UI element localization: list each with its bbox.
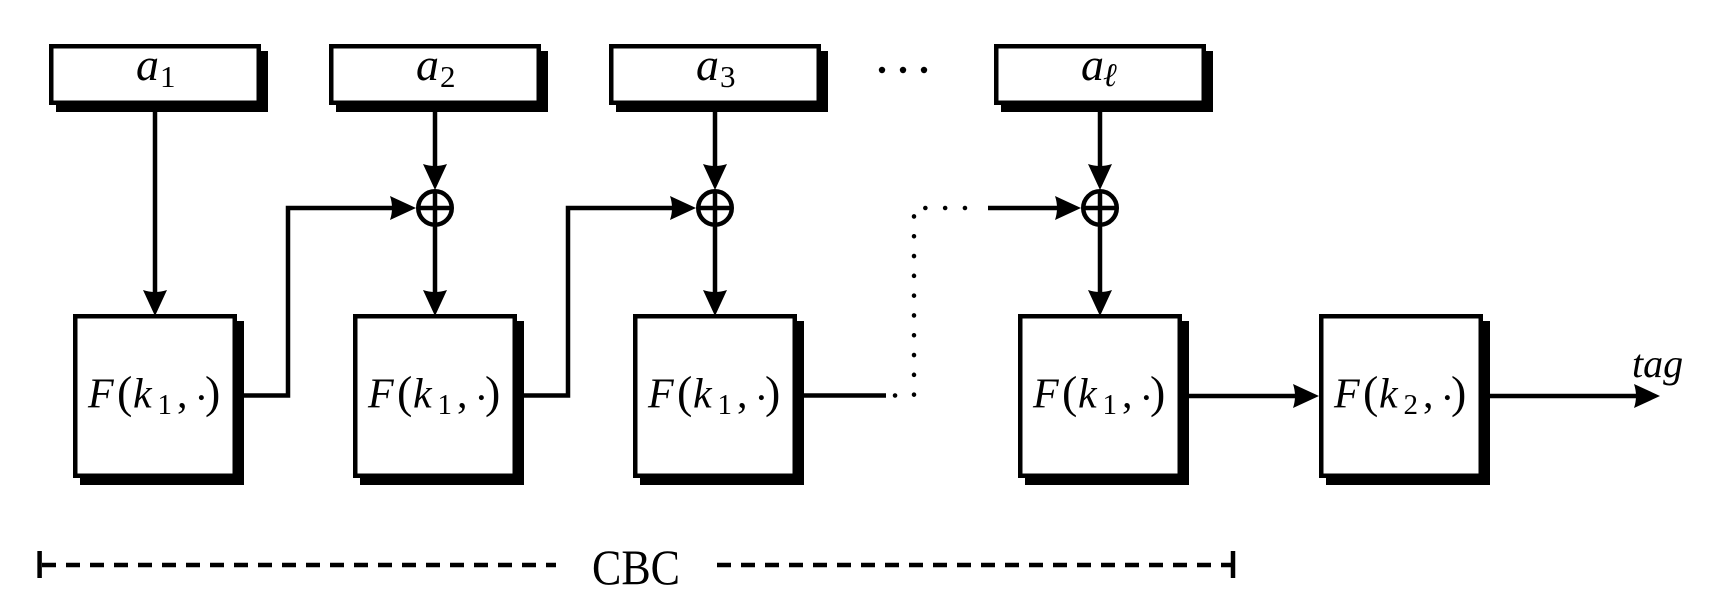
svg-text:F(k1,∙): F(k1,∙) (647, 367, 780, 422)
svg-text:F(k1,∙): F(k1,∙) (87, 367, 220, 422)
svg-text:3: 3 (720, 59, 736, 94)
svg-text:a: a (1081, 39, 1104, 90)
svg-text:1: 1 (160, 59, 176, 94)
svg-text:CBC: CBC (592, 539, 680, 595)
svg-text:F(k2,∙): F(k2,∙) (1333, 367, 1466, 422)
svg-text:a: a (696, 39, 719, 90)
svg-text:a: a (136, 39, 159, 90)
svg-text:tag: tag (1632, 341, 1683, 386)
svg-text:2: 2 (440, 59, 456, 94)
svg-text:ℓ: ℓ (1103, 58, 1117, 94)
svg-text:F(k1,∙): F(k1,∙) (367, 367, 500, 422)
svg-text:a: a (416, 39, 439, 90)
svg-text:F(k1,∙): F(k1,∙) (1032, 367, 1165, 422)
